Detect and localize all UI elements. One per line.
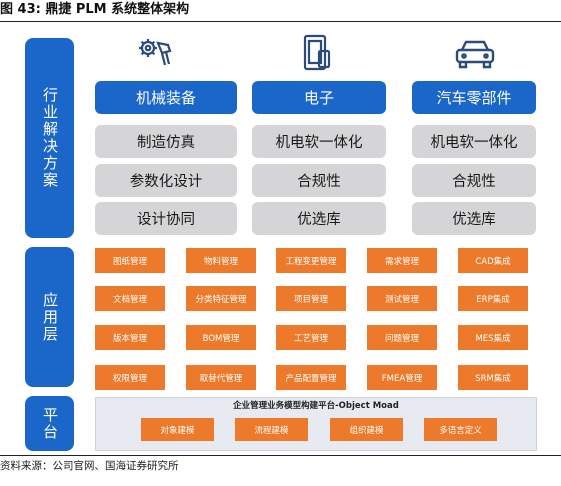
solution-item: 合规性 <box>412 164 536 197</box>
gears-icon <box>139 39 172 66</box>
side-label-industry-text: 行业解决方案 <box>41 87 59 189</box>
solution-item: 参数化设计 <box>95 164 237 197</box>
title-divider <box>0 21 561 22</box>
app-module: 问题管理 <box>367 325 437 350</box>
app-module: 图纸管理 <box>95 248 165 273</box>
platform-title: 企业管理业务模型构建平台-Object Moad <box>233 401 399 411</box>
app-module: FMEA管理 <box>367 365 437 390</box>
app-module: 权限管理 <box>95 365 165 390</box>
solution-item: 设计协同 <box>95 202 237 235</box>
app-module: 分类特征管理 <box>186 286 256 311</box>
side-label-platform-text: 平台 <box>41 406 59 441</box>
solution-item: 制造仿真 <box>95 125 237 158</box>
app-module: CAD集成 <box>458 248 528 273</box>
app-module: SRM集成 <box>458 365 528 390</box>
app-module: 工程变更管理 <box>276 248 346 273</box>
app-module: 工艺管理 <box>276 325 346 350</box>
solution-item: 机电软一体化 <box>412 125 536 158</box>
source-note: 资料来源：公司官网、国海证券研究所 <box>0 460 179 472</box>
platform-item: 流程建模 <box>235 418 308 441</box>
app-module: 项目管理 <box>276 286 346 311</box>
solution-item: 优选库 <box>412 202 536 235</box>
app-module: ERP集成 <box>458 286 528 311</box>
app-module: 物料管理 <box>186 248 256 273</box>
app-module: 产品配置管理 <box>276 365 346 390</box>
side-label-industry: 行业解决方案 <box>25 38 74 238</box>
platform-item: 组织建模 <box>330 418 403 441</box>
industry-category-electronics: 电子 <box>252 81 386 114</box>
app-module: BOM管理 <box>186 325 256 350</box>
car-icon <box>455 40 495 69</box>
side-label-application: 应用层 <box>25 247 74 387</box>
app-module: 文档管理 <box>95 286 165 311</box>
phone-icon <box>303 34 331 71</box>
solution-item: 优选库 <box>252 202 386 235</box>
industry-category-auto-parts: 汽车零部件 <box>412 81 536 114</box>
app-module: 测试管理 <box>367 286 437 311</box>
solution-item: 合规性 <box>252 164 386 197</box>
app-module: MES集成 <box>458 325 528 350</box>
platform-item: 对象建模 <box>141 418 214 441</box>
solution-item: 机电软一体化 <box>252 125 386 158</box>
figure-title: 图 43: 鼎捷 PLM 系统整体架构 <box>0 2 190 17</box>
app-module: 取替代管理 <box>186 365 256 390</box>
app-module: 版本管理 <box>95 325 165 350</box>
app-module: 需求管理 <box>367 248 437 273</box>
platform-item: 多语言定义 <box>424 418 497 441</box>
side-label-application-text: 应用层 <box>41 291 59 343</box>
footer-divider <box>0 455 561 456</box>
side-label-platform: 平台 <box>25 396 74 451</box>
industry-category-machinery: 机械装备 <box>95 81 237 114</box>
